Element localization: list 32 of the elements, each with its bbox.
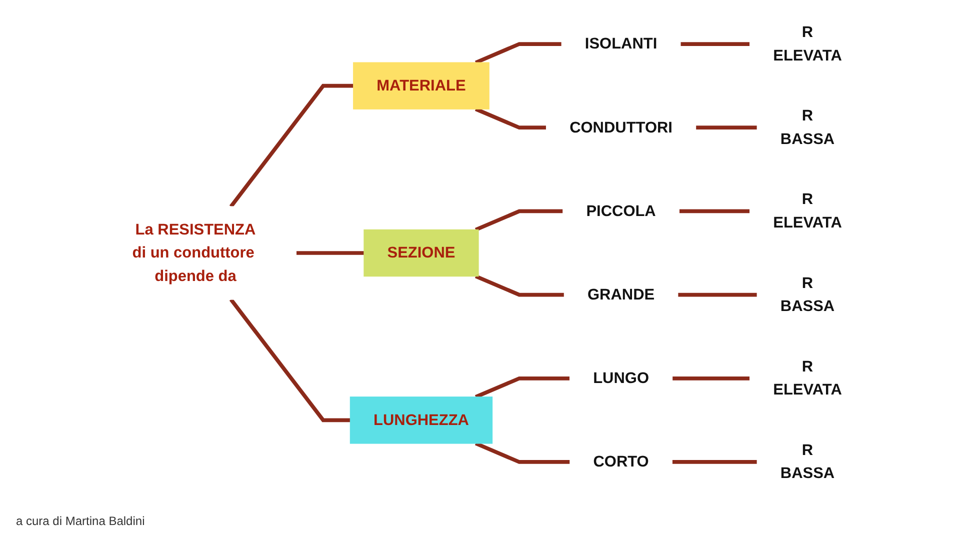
- connector: [229, 298, 350, 422]
- connector: [296, 250, 364, 254]
- credit-note: a cura di Martina Baldini: [16, 514, 145, 528]
- connector: [474, 106, 546, 130]
- connector: [474, 42, 562, 64]
- node-text: CORTO: [593, 452, 649, 470]
- node-text: R ELEVATA: [773, 190, 842, 231]
- connector: [474, 376, 570, 398]
- node-text: GRANDE: [587, 286, 655, 303]
- node-text: R ELEVATA: [773, 23, 842, 64]
- node-text: LUNGO: [593, 369, 649, 386]
- node-text: R BASSA: [780, 106, 835, 148]
- node-text: R BASSA: [780, 441, 835, 482]
- node-text: CONDUTTORI: [570, 118, 672, 136]
- node-text: R ELEVATA: [773, 358, 842, 398]
- connector: [696, 125, 758, 130]
- node-text: R BASSA: [780, 274, 835, 314]
- connector: [229, 83, 354, 208]
- connector: [679, 208, 750, 213]
- node-text: ISOLANTI: [584, 35, 658, 52]
- node-text: PICCOLA: [586, 202, 656, 220]
- node-box: SEZIONE: [364, 228, 479, 276]
- connector: [474, 274, 564, 296]
- connector: [672, 376, 750, 380]
- connector: [474, 441, 570, 464]
- node-box: LUNGHEZZA: [350, 396, 493, 444]
- node-box: MATERIALE: [353, 62, 490, 109]
- connector: [672, 460, 758, 464]
- node-text: La RESISTENZA di un conduttore dipende da: [132, 220, 256, 284]
- connector: [678, 292, 758, 296]
- connector: [474, 208, 563, 232]
- connector: [680, 42, 750, 46]
